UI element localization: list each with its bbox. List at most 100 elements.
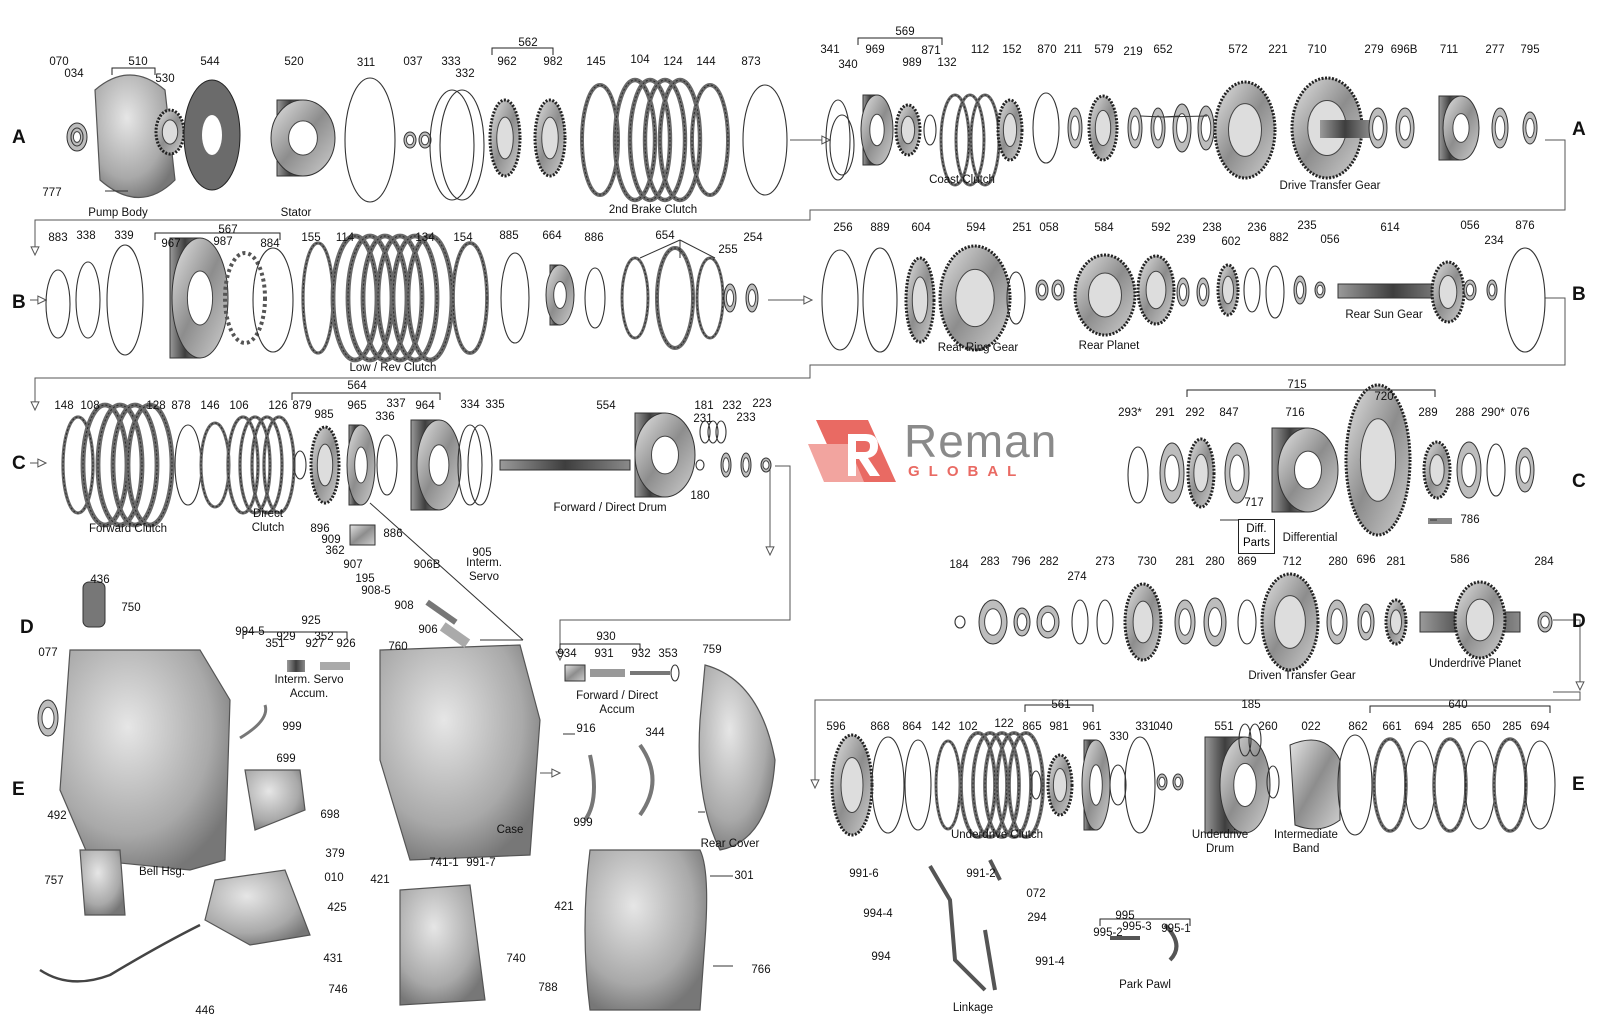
ring-180 [695, 459, 705, 471]
drum-964 [410, 419, 462, 511]
part-number-b: 056 [1460, 220, 1480, 232]
part-number-e: 010 [324, 872, 344, 884]
bearing-part [1159, 442, 1185, 504]
part-number-c: 335 [485, 399, 505, 411]
part-number-e: 994-4 [863, 908, 893, 920]
part-number-d: 931 [594, 648, 614, 660]
bracket-640 [1369, 705, 1551, 713]
bracket-698 [244, 769, 306, 831]
part-number-c: 554 [596, 400, 616, 412]
part-number-d: 934 [557, 648, 577, 660]
part-number-e: 788 [538, 982, 558, 994]
snap-ring [1238, 723, 1252, 757]
ring-885 [500, 252, 530, 344]
snap-ring [1464, 740, 1496, 830]
part-number-a: 152 [1002, 44, 1022, 56]
ring-340 [829, 114, 855, 176]
bearing-part [1150, 107, 1166, 149]
flow-line [34, 297, 1566, 410]
gear-292 [1186, 437, 1216, 509]
part-number-e: 862 [1348, 721, 1368, 733]
part-number-e: 431 [323, 953, 343, 965]
part-number-e: 040 [1153, 721, 1173, 733]
part-number-a: 795 [1520, 44, 1540, 56]
bearing-part [1172, 773, 1184, 791]
ring-876 [1504, 247, 1546, 353]
part-number-e: 995-1 [1161, 923, 1191, 935]
part-number-a: 037 [403, 56, 423, 68]
logo-mark-icon [808, 420, 896, 482]
caption-coast-clutch: Coast Clutch [929, 174, 995, 186]
part-number-e: 294 [1027, 912, 1047, 924]
part-number-e: 285 [1442, 721, 1462, 733]
gear-530 [154, 108, 186, 156]
part-number-a: 279 [1364, 44, 1384, 56]
bearing-part [1326, 599, 1348, 645]
bearing-part [418, 131, 432, 149]
part-number-b: 155 [301, 232, 321, 244]
driven-transfer-gear [1260, 572, 1320, 672]
part-number-d: 929 [276, 631, 296, 643]
part-number-b: 614 [1380, 222, 1400, 234]
underdrive-drum [1204, 736, 1271, 834]
snap-ring [1524, 740, 1556, 830]
caption-rear-sun-gear: Rear Sun Gear [1345, 309, 1423, 321]
part-number-e: 122 [994, 718, 1014, 730]
part-number-b: 056 [1320, 234, 1340, 246]
accum-piston-934 [564, 664, 586, 682]
flow-line [814, 691, 1581, 788]
ring-334 [457, 424, 483, 506]
part-number-a: 870 [1037, 44, 1057, 56]
wire-harness-446 [39, 923, 201, 983]
part-number-c: 717 [1244, 497, 1264, 509]
part-number-b: 664 [542, 230, 562, 242]
part-number-a: 710 [1307, 44, 1327, 56]
bearing-part [1127, 107, 1143, 149]
part-number-d: 274 [1067, 571, 1087, 583]
part-number-b: 876 [1515, 220, 1535, 232]
bearing-part [1196, 277, 1210, 307]
row-marker-b: B [1572, 284, 1586, 305]
part-number-c: 233 [736, 412, 756, 424]
part-number-e: 961 [1082, 721, 1102, 733]
part-number-b: 239 [1176, 234, 1196, 246]
underdrive-planet-gear [1453, 580, 1507, 660]
drum-967 [169, 237, 229, 359]
ring-251 [1006, 271, 1026, 325]
bracket-510 [111, 67, 156, 75]
ring-341 [825, 99, 851, 181]
part-number-b: 567 [218, 224, 238, 236]
part-number-b: 154 [453, 232, 473, 244]
diff-parts-box: Diff.Parts [1238, 519, 1275, 554]
ring-883 [45, 269, 71, 339]
ring-336 [376, 434, 398, 496]
part-number-e: 991-2 [966, 868, 996, 880]
part-number-e: 596 [826, 721, 846, 733]
part-number-e: 260 [1258, 721, 1278, 733]
part-number-a: 562 [518, 37, 538, 49]
gear-602 [1216, 263, 1240, 317]
flow-arrowhead-icon [765, 546, 775, 557]
part-number-d: 994-5 [235, 626, 265, 638]
part-number-b: 256 [833, 222, 853, 234]
part-number-b: 235 [1297, 220, 1317, 232]
part-number-c: 148 [54, 400, 74, 412]
part-number-d: 869 [1237, 556, 1257, 568]
part-number-b: 238 [1202, 222, 1222, 234]
part-number-b: 654 [655, 230, 675, 242]
caption-low-rev-clutch: Low / Rev Clutch [349, 362, 437, 374]
part-number-e: 142 [931, 721, 951, 733]
part-number-c: 108 [80, 400, 100, 412]
part-number-d: 353 [658, 648, 678, 660]
part-number-d: 283 [980, 556, 1000, 568]
part-number-c: 180 [690, 490, 710, 502]
differential-case [1271, 427, 1339, 513]
stator-520 [270, 99, 336, 177]
snap-ring [699, 420, 711, 444]
gear-596 [830, 733, 874, 837]
gear-572 [1213, 80, 1277, 180]
caption-underdrive-clutch: Underdrive Clutch [950, 829, 1044, 841]
part-number-a: 969 [865, 44, 885, 56]
part-number-d: 195 [355, 573, 375, 585]
